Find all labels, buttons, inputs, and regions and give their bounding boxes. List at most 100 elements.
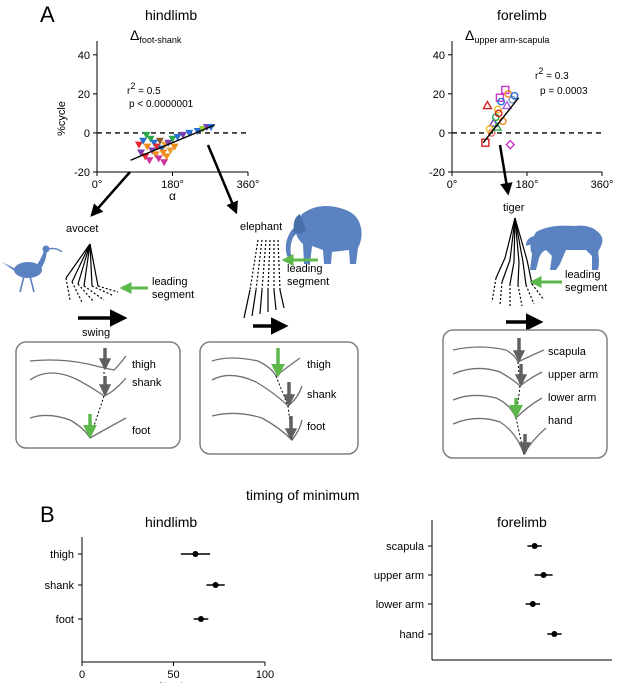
- tiger-silhouette: [526, 225, 603, 270]
- data-point: [488, 117, 499, 127]
- data-point: [485, 125, 494, 133]
- timing-point: [212, 582, 219, 588]
- forelimb-delta-label: Δupper arm-scapula: [465, 27, 549, 45]
- arrow-to-tiger: [498, 144, 513, 196]
- arrow-to-elephant: [206, 144, 238, 215]
- avocet-silhouette: [2, 245, 63, 293]
- data-point: [146, 135, 155, 143]
- hindlimb-r2: r2 = 0.5: [127, 81, 161, 97]
- y-axis-title: %cycle: [56, 101, 68, 136]
- data-point: [497, 97, 506, 106]
- data-point: [482, 100, 493, 110]
- data-point: [185, 129, 194, 137]
- tiger-leading-label-2: segment: [565, 282, 607, 294]
- elephant-trace-foot: foot: [307, 421, 325, 433]
- tiger-leading-label-1: leading: [565, 269, 600, 281]
- y-tick-label: -20: [429, 167, 445, 179]
- elephant-limb-diagram: [243, 239, 285, 319]
- data-point: [152, 143, 161, 151]
- forelimb-p-value: p = 0.0003: [540, 86, 588, 97]
- data-point: [510, 91, 519, 100]
- tiger-trace-box: [442, 329, 608, 459]
- x-axis-title: α: [169, 189, 176, 203]
- panel-b-letter: B: [40, 502, 55, 527]
- data-point: [173, 133, 182, 141]
- panel-b-forelimb-title: forelimb: [497, 514, 547, 530]
- data-point: [168, 135, 177, 143]
- hindlimb-title: hindlimb: [145, 7, 197, 23]
- avocet-label: avocet: [66, 223, 98, 235]
- y-tick-label: 20: [78, 89, 90, 101]
- avocet-trace-box: [15, 341, 181, 449]
- category-label: thigh: [50, 549, 74, 561]
- data-point: [505, 139, 516, 150]
- data-point: [137, 149, 146, 157]
- avocet-trace-foot: foot: [132, 425, 150, 437]
- avocet-limb-diagram: [65, 243, 119, 303]
- hindlimb-p-value: p < 0.0000001: [129, 99, 194, 110]
- timing-point: [531, 543, 538, 549]
- panel-b-hindlimb-title: hindlimb: [145, 514, 197, 530]
- x-tick-label: 50: [167, 669, 179, 681]
- tiger-trace-lower-arm: lower arm: [548, 392, 596, 404]
- data-point: [139, 137, 148, 145]
- y-tick-label: -20: [74, 167, 90, 179]
- elephant-silhouette: [285, 206, 362, 264]
- avocet-trace-thigh: thigh: [132, 359, 156, 371]
- y-tick-label: 20: [433, 89, 445, 101]
- tiger-trace-scapula: scapula: [548, 346, 587, 358]
- elephant-leading-label-2: segment: [287, 276, 329, 288]
- tiger-trace-hand: hand: [548, 415, 572, 427]
- x-tick-label: 100: [256, 669, 274, 681]
- y-tick-label: 40: [78, 50, 90, 62]
- category-label: upper arm: [374, 570, 424, 582]
- data-point: [159, 149, 168, 157]
- avocet-leading-label-1: leading: [152, 276, 187, 288]
- category-label: shank: [45, 580, 75, 592]
- hindlimb-delta-label: Δfoot-shank: [130, 27, 182, 45]
- timing-point: [540, 572, 547, 578]
- y-tick-label: 40: [433, 50, 445, 62]
- elephant-trace-thigh: thigh: [307, 359, 331, 371]
- data-point: [154, 155, 163, 163]
- forelimb-timing-plot: scapula upper arm lower arm hand: [374, 520, 612, 661]
- data-point: [508, 95, 517, 104]
- arrow-to-avocet: [90, 171, 131, 217]
- regression-line: [482, 97, 520, 144]
- x-tick-label: 360°: [591, 179, 614, 191]
- data-point: [170, 143, 179, 151]
- x-axis-title: %cycle: [159, 681, 188, 683]
- category-label: scapula: [386, 541, 425, 553]
- x-tick-label: 0°: [447, 179, 458, 191]
- data-point: [491, 121, 503, 131]
- data-point: [164, 139, 173, 147]
- data-point: [178, 131, 187, 139]
- data-point: [495, 93, 505, 102]
- data-point: [494, 109, 503, 118]
- timing-point: [192, 551, 199, 557]
- swing-label: swing: [82, 327, 110, 339]
- avocet-leading-label-2: segment: [152, 289, 194, 301]
- avocet-traces: [29, 348, 127, 439]
- data-point: [166, 147, 175, 155]
- data-point: [151, 151, 160, 159]
- category-label: hand: [400, 629, 424, 641]
- data-point: [134, 141, 143, 149]
- tiger-limb-diagram: [491, 217, 545, 307]
- tiger-trace-upper-arm: upper arm: [548, 369, 598, 381]
- panel-a-letter: A: [40, 2, 55, 27]
- data-point: [487, 129, 496, 137]
- data-point: [501, 100, 513, 110]
- tiger-traces: [452, 338, 547, 456]
- x-tick-label: 0°: [92, 179, 103, 191]
- data-point: [155, 137, 164, 145]
- timing-point: [197, 616, 204, 622]
- data-point: [157, 145, 166, 153]
- forelimb-r2: r2 = 0.3: [535, 66, 569, 82]
- panel-b-title: timing of minimum: [246, 487, 360, 503]
- category-label: lower arm: [376, 599, 424, 611]
- x-tick-label: 360°: [237, 179, 260, 191]
